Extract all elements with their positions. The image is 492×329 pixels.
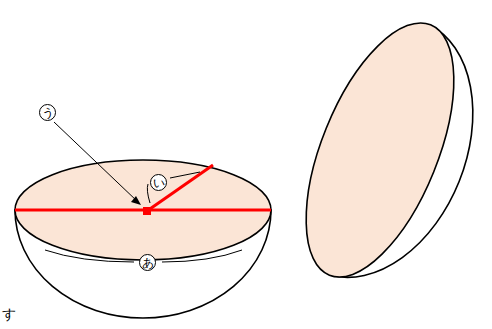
leader-line [54, 122, 138, 202]
cut-off-text: す [2, 307, 16, 321]
leader-arrowhead [131, 196, 141, 205]
right-face [276, 3, 485, 297]
callout-letter: あ [139, 254, 156, 271]
diameter-brace [162, 250, 242, 262]
radius-line [147, 165, 213, 211]
callout-letter: い [150, 174, 167, 191]
left-face [15, 160, 271, 260]
center-point [143, 207, 151, 215]
diameter-brace [45, 250, 134, 262]
callout-letter: う [39, 104, 56, 121]
radius-brace [170, 172, 200, 178]
radius-brace [147, 184, 150, 203]
